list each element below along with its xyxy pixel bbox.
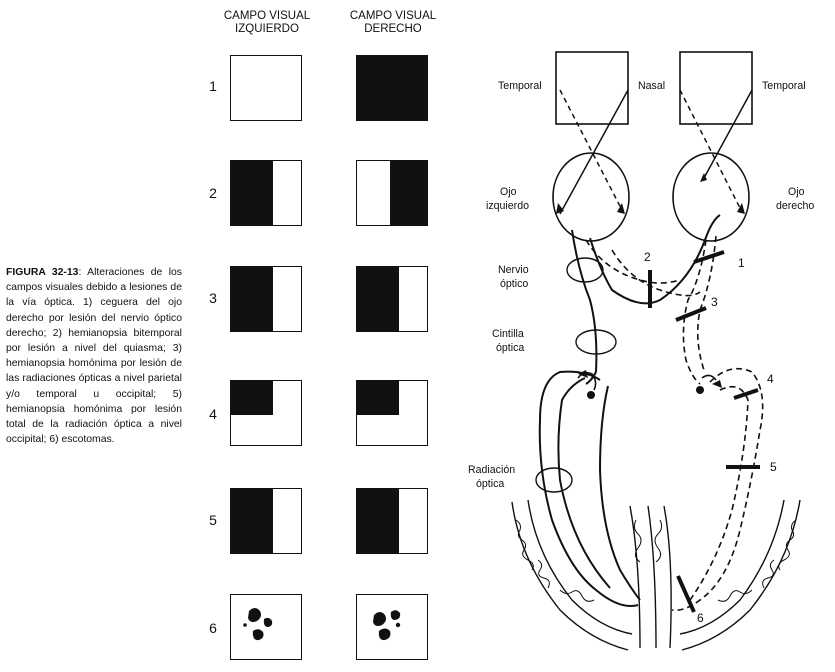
scotoma-spots [243, 608, 273, 641]
row-number-2: 2 [209, 185, 217, 201]
field-right-row-1 [356, 55, 428, 121]
field-right-row-2 [356, 160, 428, 226]
field-black-area [357, 489, 399, 553]
lesion-4-bar [733, 388, 759, 400]
figure-caption-text: : Alteraciones de los campos visuales de… [6, 267, 183, 446]
left-optic-nerve-solid [571, 229, 598, 373]
lesion-number-3: 3 [711, 295, 718, 309]
lesion-number-6: 6 [697, 611, 704, 625]
ray-dashed-left-eye [559, 89, 624, 213]
label-nervio-1: Nervio [498, 264, 529, 276]
arrowhead [617, 203, 625, 214]
field-black-area [357, 381, 399, 415]
field-left-row-3 [230, 266, 302, 332]
field-black-area [231, 267, 273, 331]
row-number-4: 4 [209, 406, 217, 422]
left-geniculate-body [587, 391, 595, 399]
column-header-right-text: CAMPO VISUAL DERECHO [349, 10, 437, 35]
column-header-left-text: CAMPO VISUAL IZQUIERDO [223, 10, 311, 35]
label-radiacion-1: Radiación [468, 464, 516, 476]
nervio-optico-marker [566, 257, 604, 283]
row-number-5: 5 [209, 512, 217, 528]
field-left-row-1 [230, 55, 302, 121]
label-ojo-derecho-2: derecho [776, 200, 815, 212]
field-black-area [231, 489, 273, 553]
arrowhead [737, 203, 745, 214]
crossing-fiber-dashed [611, 249, 701, 297]
field-black-area [357, 56, 427, 120]
arrowhead [556, 203, 564, 214]
field-left-row-5 [230, 488, 302, 554]
ray-solid-left-eye [559, 89, 629, 215]
lesion-number-2: 2 [644, 250, 651, 264]
right-cortex-outline [663, 505, 672, 649]
label-cintilla-2: óptica [496, 342, 525, 354]
row-number-1: 1 [209, 78, 217, 94]
field-black-area [390, 161, 427, 225]
radiacion-optica-marker [535, 467, 573, 493]
label-radiacion-2: óptica [476, 478, 505, 490]
lesion-1-bar [693, 250, 725, 264]
arrowhead [700, 173, 707, 182]
label-ojo-izquierdo-2: izquierdo [486, 200, 529, 212]
lesion-number-4: 4 [767, 372, 774, 386]
label-cintilla-1: Cintilla [492, 328, 524, 340]
column-header-right-field: CAMPO VISUAL DERECHO [338, 10, 448, 36]
left-eye-field-square [555, 51, 629, 125]
figure-number: FIGURA 32-13 [6, 267, 79, 278]
left-optic-radiation-outer [538, 370, 639, 607]
scotoma-spots [373, 610, 401, 641]
label-temporal-right: Temporal [762, 80, 806, 92]
field-left-row-6 [230, 594, 302, 660]
field-left-row-2 [230, 160, 302, 226]
field-right-row-4 [356, 380, 428, 446]
right-geniculate-body [696, 386, 704, 394]
lesion-number-1: 1 [738, 256, 745, 270]
label-nasal: Nasal [638, 80, 666, 92]
ray-dashed-right-eye [679, 89, 743, 213]
field-black-area [231, 381, 273, 415]
label-temporal-left: Temporal [498, 80, 542, 92]
left-eyeball [552, 152, 630, 242]
field-left-row-4 [230, 380, 302, 446]
field-right-row-5 [356, 488, 428, 554]
lesion-6-bar [676, 575, 696, 613]
row-number-3: 3 [209, 290, 217, 306]
label-nervio-2: óptico [500, 278, 529, 290]
row-number-6: 6 [209, 620, 217, 636]
lesion-number-5: 5 [770, 460, 777, 474]
right-optic-tract-dashed [682, 239, 707, 385]
figure-caption: FIGURA 32-13: Alteraciones de los campos… [6, 265, 182, 447]
right-optic-radiation-dashed [671, 367, 764, 612]
field-right-row-3 [356, 266, 428, 332]
lesion-3-bar [675, 306, 707, 322]
cintilla-optica-marker [575, 329, 617, 355]
label-ojo-izquierdo-1: Ojo [500, 186, 517, 198]
crossing-fiber-solid [589, 237, 706, 305]
field-right-row-6 [356, 594, 428, 660]
column-header-left-field: CAMPO VISUAL IZQUIERDO [212, 10, 322, 36]
label-ojo-derecho-1: Ojo [788, 186, 805, 198]
right-eyeball [672, 152, 750, 242]
right-eye-field-square [679, 51, 753, 125]
field-black-area [231, 161, 273, 225]
field-black-area [357, 267, 399, 331]
